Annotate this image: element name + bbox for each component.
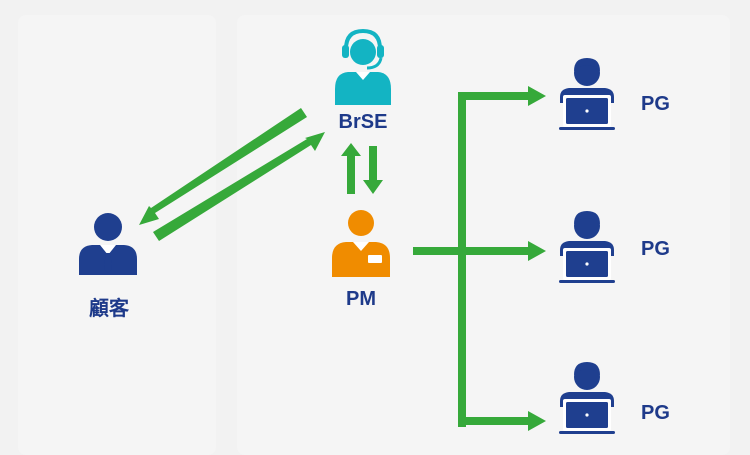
businessman-icon	[79, 213, 137, 275]
arrow-trunk	[458, 92, 466, 427]
customer-label: 顧客	[89, 298, 129, 320]
pg-label: PG	[641, 93, 670, 115]
manager-icon	[332, 210, 390, 277]
arrow-brse-to-pm	[363, 146, 383, 194]
customer-brse-arrows	[139, 108, 325, 241]
arrow-to-pg-2	[528, 241, 546, 261]
pg-label: PG	[641, 238, 670, 260]
pg-label: PG	[641, 402, 670, 424]
arrow-pm-to-brse	[341, 143, 361, 194]
developer-laptop-icon	[559, 211, 615, 283]
arrow-to-pg-3	[528, 411, 546, 431]
arrow-to-pg-1	[528, 86, 546, 106]
brse-pm-arrows	[341, 143, 383, 194]
arrow-brse-to-customer	[139, 108, 307, 225]
brse-label: BrSE	[338, 111, 388, 133]
arrow-stem	[413, 247, 463, 255]
headset-operator-icon	[335, 28, 391, 105]
pm-pg-arrows	[413, 86, 546, 431]
pm-label: PM	[346, 288, 376, 310]
arrow-customer-to-brse	[153, 132, 325, 241]
developer-laptop-icon	[559, 58, 615, 130]
developer-laptop-icon	[559, 362, 615, 434]
team-panel	[237, 15, 730, 455]
